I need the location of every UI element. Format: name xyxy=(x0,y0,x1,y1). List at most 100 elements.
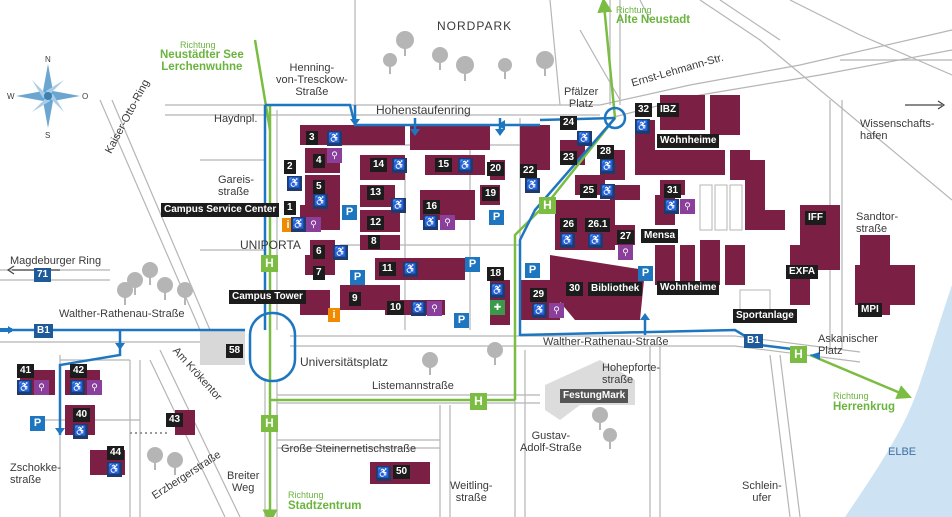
info-icon: i xyxy=(328,308,340,322)
parking-5: P xyxy=(454,313,469,328)
baby-changing-icon: ⚲ xyxy=(34,380,49,395)
building-23: 23 xyxy=(560,151,578,165)
label-ibz: IBZ xyxy=(657,103,680,117)
direction-east-name: Herrenkrug xyxy=(833,401,895,413)
tram-stop-listemann: H xyxy=(470,393,487,410)
building-26: 26 xyxy=(560,218,578,232)
wheelchair-icon: ♿ xyxy=(70,380,85,395)
building-31: 31 xyxy=(664,184,682,198)
building-50: 50 xyxy=(393,465,411,479)
building-18: 18 xyxy=(487,267,505,281)
road-b1-right: B1 xyxy=(744,334,763,348)
baby-changing-icon: ⚲ xyxy=(440,215,455,230)
parking-2: P xyxy=(350,270,365,285)
label-bibliothek: Bibliothek xyxy=(588,282,643,296)
building-1: 1 xyxy=(284,201,296,215)
building-16: 16 xyxy=(423,200,441,214)
building-13: 13 xyxy=(367,186,385,200)
building-5: 5 xyxy=(313,180,325,194)
direction-south-prefix: Richtung xyxy=(288,490,324,500)
street-hohepforte: Hohepforte- straße xyxy=(602,362,661,386)
building-3: 3 xyxy=(306,131,318,145)
street-askanischer: Askanischer Platz xyxy=(818,333,878,357)
wheelchair-icon: ♿ xyxy=(287,176,302,191)
building-28: 28 xyxy=(597,145,615,159)
building-32: 32 xyxy=(635,103,653,117)
wheelchair-icon: ♿ xyxy=(333,245,348,260)
street-grosse-steinernetisch: Große Steinernetischstraße xyxy=(281,443,417,455)
parking-6: P xyxy=(525,263,540,278)
direction-east-prefix: Richtung xyxy=(833,391,869,401)
wheelchair-icon: ♿ xyxy=(392,158,407,173)
wheelchair-icon: ♿ xyxy=(532,303,547,318)
building-2: 2 xyxy=(284,160,296,174)
building-11: 11 xyxy=(379,262,396,276)
street-listemann: Listemannstraße xyxy=(372,380,454,392)
street-breiter-weg: Breiter Weg xyxy=(227,470,260,494)
building-58: 58 xyxy=(226,344,244,358)
building-42: 42 xyxy=(70,364,88,378)
building-10: 10 xyxy=(387,301,405,315)
street-gareis: Gareis- straße xyxy=(218,174,255,198)
area-elbe: ELBE xyxy=(888,446,917,458)
parking-3: P xyxy=(489,210,504,225)
street-pfaelzer: Pfälzer Platz xyxy=(564,86,599,110)
tram-stop-uniporta: H xyxy=(261,255,278,272)
wheelchair-icon: ♿ xyxy=(391,198,406,213)
wheelchair-icon: ♿ xyxy=(327,131,342,146)
label-mpi: MPI xyxy=(858,303,882,317)
tram-stop-breiter-weg: H xyxy=(261,415,278,432)
direction-north-right-name: Alte Neustadt xyxy=(616,14,691,26)
tram-stop-campus-east: H xyxy=(539,197,556,214)
building-24: 24 xyxy=(560,116,578,130)
direction-north-left-name: Neustädter See Lerchenwuhne xyxy=(160,49,244,73)
wheelchair-icon: ♿ xyxy=(376,466,391,481)
baby-changing-icon: ⚲ xyxy=(549,303,564,318)
building-15: 15 xyxy=(435,158,453,172)
wheelchair-icon: ♿ xyxy=(313,194,328,209)
direction-south-name: Stadtzentrum xyxy=(288,500,362,512)
label-exfa: EXFA xyxy=(786,265,819,279)
baby-changing-icon: ⚲ xyxy=(680,199,695,214)
building-26-1: 26.1 xyxy=(585,218,611,232)
building-22: 22 xyxy=(520,164,538,178)
building-8: 8 xyxy=(368,235,380,249)
label-campus-service-center: Campus Service Center xyxy=(161,203,280,217)
road-71: 71 xyxy=(34,268,52,282)
baby-changing-icon: ⚲ xyxy=(427,301,442,316)
compass-s: S xyxy=(45,131,51,140)
building-43: 43 xyxy=(166,413,184,427)
street-wissenschaftshafen: Wissenschafts- hafen xyxy=(860,118,935,142)
first-aid-icon: ✚ xyxy=(490,300,505,315)
area-nordpark: NORDPARK xyxy=(437,19,513,33)
compass-w: W xyxy=(7,92,15,101)
tram-stop-askanischer: H xyxy=(790,346,807,363)
building-19: 19 xyxy=(482,187,500,201)
compass-rose xyxy=(16,64,80,128)
wheelchair-icon: ♿ xyxy=(107,462,122,477)
building-12: 12 xyxy=(367,216,385,230)
street-walther-right: Walther-Rathenau-Straße xyxy=(543,336,669,348)
wheelchair-icon: ♿ xyxy=(525,178,540,193)
building-6: 6 xyxy=(313,245,325,259)
universitaetsplatz-roundabout xyxy=(248,311,297,383)
building-40: 40 xyxy=(73,408,91,422)
building-20: 20 xyxy=(487,162,505,176)
street-weitling: Weitling- straße xyxy=(450,480,493,504)
wheelchair-icon: ♿ xyxy=(458,158,473,173)
wheelchair-icon: ♿ xyxy=(577,131,592,146)
building-27: 27 xyxy=(617,230,635,244)
label-festungmark: FestungMark xyxy=(560,389,629,403)
building-25: 25 xyxy=(580,184,598,198)
building-30: 30 xyxy=(566,282,584,296)
baby-changing-icon: ⚲ xyxy=(327,148,342,163)
parking-7: P xyxy=(638,266,653,281)
parking-4: P xyxy=(465,257,480,272)
street-gustav-adolf: Gustav- Adolf-Straße xyxy=(520,430,582,454)
street-hohenstaufenring: Hohenstaufenring xyxy=(376,103,471,117)
parking-1: P xyxy=(342,205,357,220)
compass-n: N xyxy=(45,55,51,64)
wheelchair-icon: ♿ xyxy=(73,424,88,439)
wheelchair-icon: ♿ xyxy=(560,233,575,248)
